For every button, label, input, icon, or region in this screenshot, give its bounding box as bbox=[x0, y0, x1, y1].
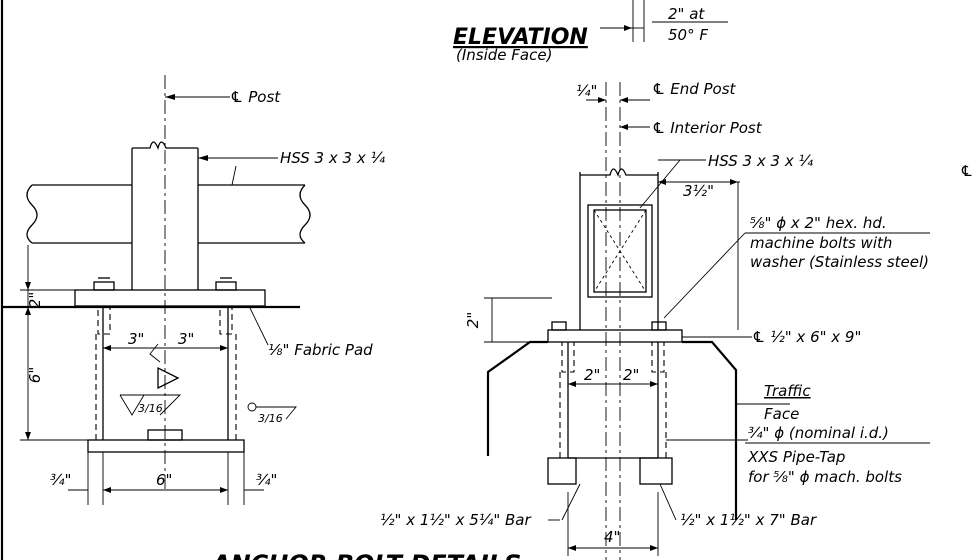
pipe-note-line2: XXS Pipe-Tap bbox=[747, 448, 845, 466]
traffic-label-2: Face bbox=[764, 405, 799, 423]
right-dim-14: ¼" bbox=[576, 82, 597, 100]
left-dim-6: 6" bbox=[26, 367, 44, 383]
anchor-bolt-details-title: ANCHOR BOLT DETAILS bbox=[210, 550, 521, 560]
left-weld-a: 3/16 bbox=[138, 402, 163, 415]
right-dim-2b: 2" bbox=[623, 366, 639, 384]
elevation-subtitle: (Inside Face) bbox=[456, 46, 552, 64]
traffic-label-1: Traffic bbox=[764, 382, 811, 400]
cl-end-post-label: ℄ End Post bbox=[652, 80, 737, 98]
cl-post-label: ℄ Post bbox=[230, 88, 281, 106]
bolts-note-line2: machine bolts with bbox=[750, 234, 892, 252]
right-dim-2: 2" bbox=[464, 312, 482, 328]
pipe-note-line1: ¾" ϕ (nominal i.d.) bbox=[748, 424, 889, 442]
top-note-line1: 2" at bbox=[668, 5, 705, 23]
top-note-line2: 50° F bbox=[668, 26, 708, 44]
bar-right-label: ½" x 1½" x 7" Bar bbox=[680, 511, 817, 529]
bolts-note-line1: ⅝" ϕ x 2" hex. hd. bbox=[750, 214, 887, 232]
left-dim-34b: ¾" bbox=[256, 471, 277, 489]
pipe-note-line3: for ⅝" ϕ mach. bolts bbox=[748, 468, 902, 486]
fabric-pad-label: ⅛" Fabric Pad bbox=[268, 341, 373, 359]
right-dim-312: 3½" bbox=[683, 182, 714, 200]
pl-mark: ℄ bbox=[960, 162, 973, 180]
left-dim-3b: 3" bbox=[178, 330, 194, 348]
top-dimension-note: 2" at 50° F bbox=[600, 0, 728, 44]
right-hss-label: HSS 3 x 3 x ¼ bbox=[708, 152, 813, 170]
left-weld-b: 3/16 bbox=[258, 412, 283, 425]
bar-left-label: ½" x 1½" x 5¼" Bar bbox=[380, 511, 531, 529]
cl-interior-post-label: ℄ Interior Post bbox=[652, 119, 763, 137]
left-dim-3a: 3" bbox=[128, 330, 144, 348]
right-anchor-detail: ¼" ℄ End Post ℄ Interior Post HSS 3 x 3 … bbox=[380, 80, 973, 560]
plate-label: ℄ ½" x 6" x 9" bbox=[752, 328, 861, 346]
bolts-note-line3: washer (Stainless steel) bbox=[750, 253, 929, 271]
elevation-title: ELEVATION bbox=[453, 25, 588, 50]
left-anchor-detail: ℄ Post HSS 3 x 3 x ¼ bbox=[2, 75, 385, 505]
right-dim-4: 4" bbox=[604, 528, 620, 546]
left-dim-6w: 6" bbox=[156, 471, 172, 489]
left-dim-2: 2" bbox=[26, 292, 44, 308]
left-dim-34a: ¾" bbox=[50, 471, 71, 489]
left-hss-label: HSS 3 x 3 x ¼ bbox=[280, 149, 385, 167]
right-dim-2a: 2" bbox=[584, 366, 600, 384]
